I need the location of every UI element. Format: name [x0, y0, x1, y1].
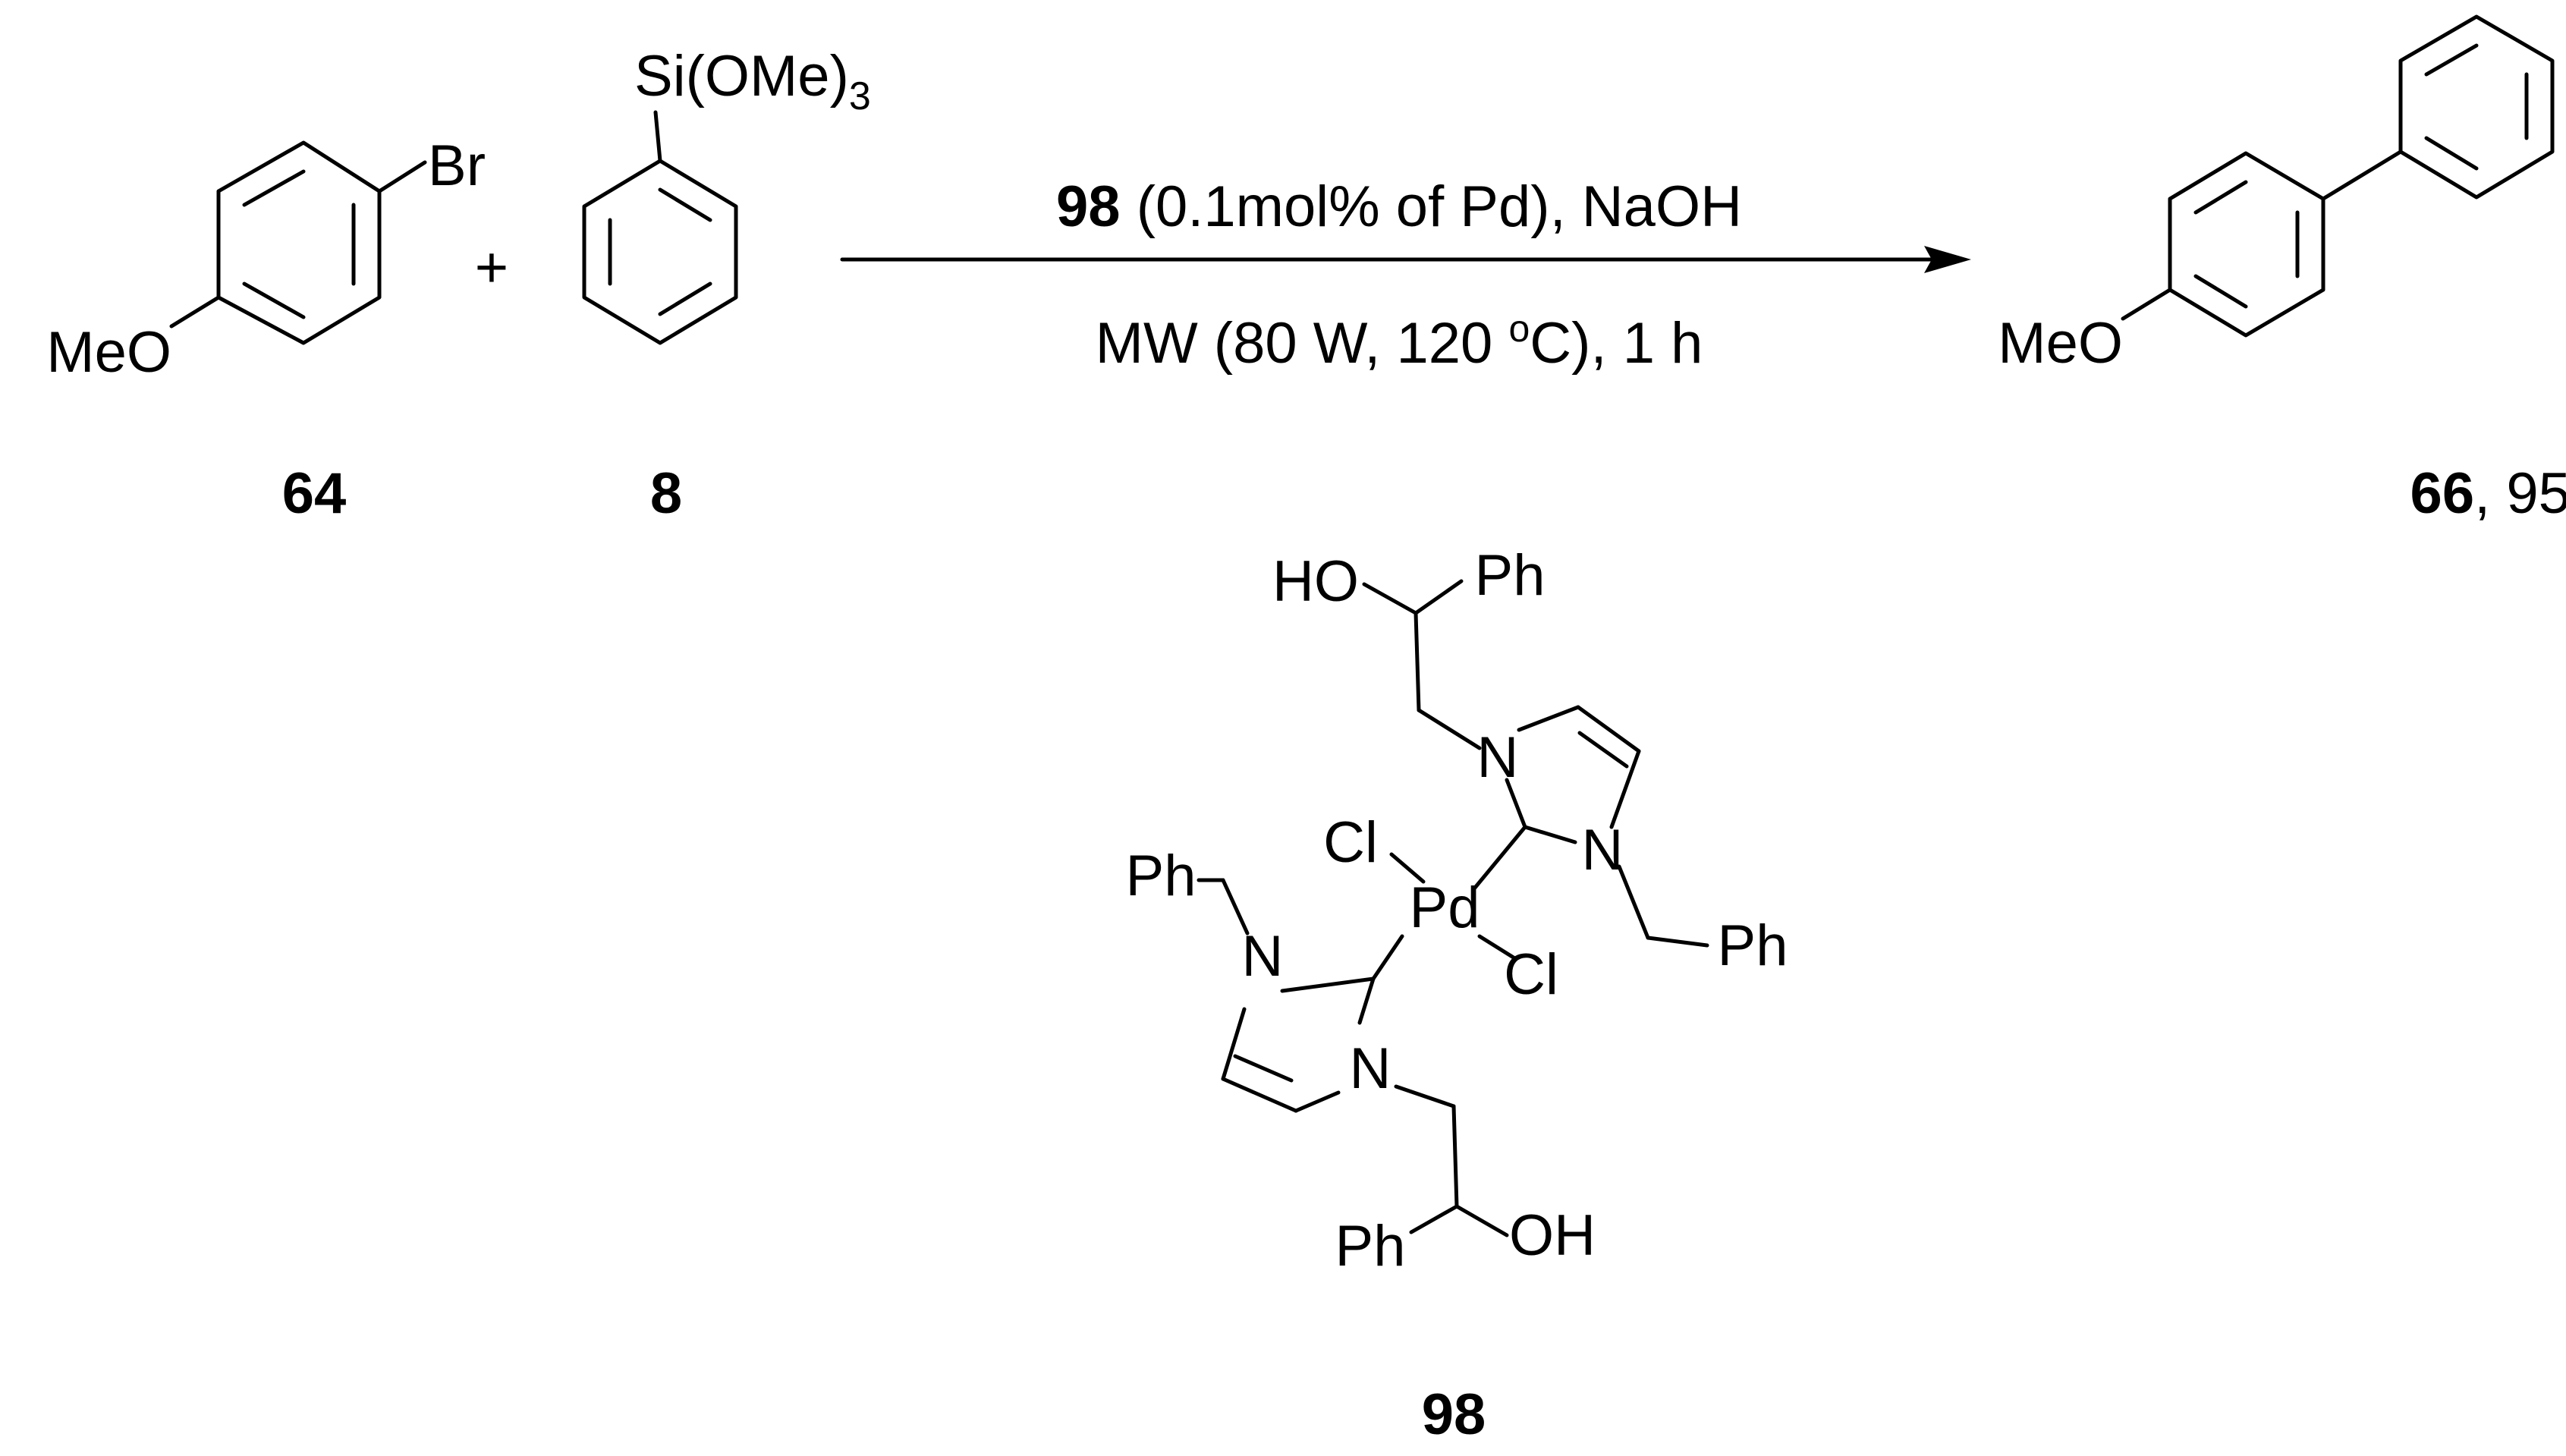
- reactant-64-structure: Br MeO: [46, 134, 486, 385]
- nitrogen-bottom-2: N: [1350, 1036, 1391, 1101]
- compound-label-8: 8: [650, 461, 682, 526]
- methoxy-substituent-64: MeO: [46, 320, 171, 385]
- phenyl-top: Ph: [1475, 543, 1546, 608]
- catalyst-98-structure: HO Ph N N Cl Pd Cl Ph Ph N N Ph OH: [1126, 543, 1788, 1278]
- compound-label-98: 98: [1422, 1382, 1486, 1447]
- product-66-structure: MeO: [1998, 14, 2555, 376]
- reaction-conditions-line1: 98 (0.1mol% of Pd), NaOH: [1056, 175, 1742, 239]
- trimethoxysilyl-group: Si(OMe)3: [634, 44, 871, 118]
- methoxy-substituent-66: MeO: [1998, 311, 2123, 376]
- nitrogen-top-1: N: [1477, 725, 1519, 790]
- nitrogen-top-2: N: [1582, 818, 1624, 882]
- palladium: Pd: [1410, 876, 1480, 940]
- chloride-1: Cl: [1323, 810, 1378, 875]
- reactant-8-structure: Si(OMe)3: [582, 44, 871, 345]
- compound-label-66: 66, 95%: [2410, 461, 2566, 526]
- phenyl-right: Ph: [1718, 914, 1788, 978]
- hydroxyl-top: HO: [1272, 549, 1359, 614]
- chloride-2: Cl: [1504, 942, 1558, 1007]
- plus-sign: +: [475, 235, 508, 300]
- phenyl-bottom: Ph: [1335, 1214, 1406, 1278]
- compound-label-64: 64: [282, 461, 347, 526]
- hydroxyl-bottom: OH: [1509, 1203, 1596, 1268]
- nitrogen-bottom-1: N: [1242, 924, 1284, 989]
- bromo-substituent: Br: [428, 134, 486, 198]
- reaction-conditions-line2: MW (80 W, 120 oC), 1 h: [1096, 307, 1703, 376]
- phenyl-left: Ph: [1126, 844, 1197, 908]
- reaction-arrow: [840, 246, 1971, 273]
